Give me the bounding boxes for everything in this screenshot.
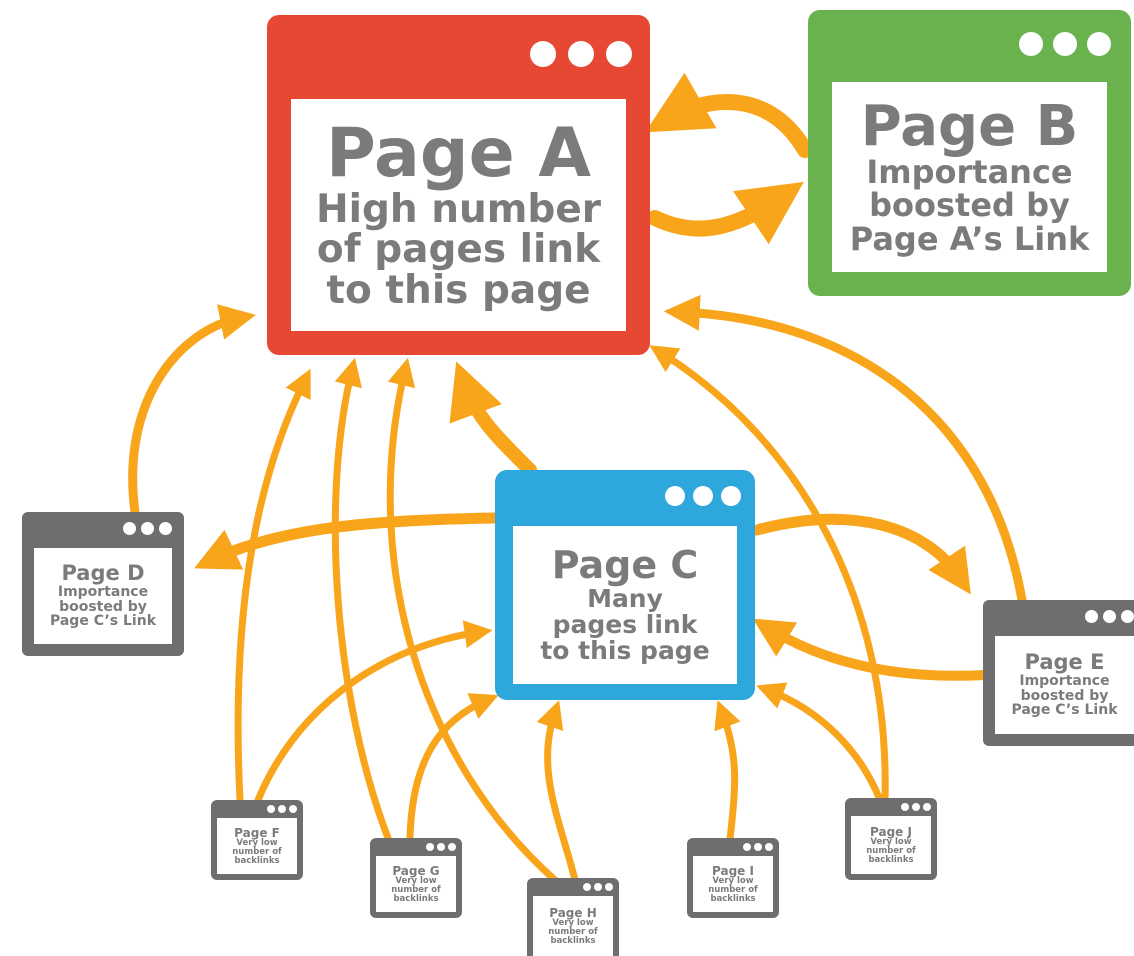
link-j-to-c bbox=[756, 682, 884, 804]
page-j-description: Very low number of backlinks bbox=[866, 836, 916, 865]
page-e-description: Importance boosted by Page C’s Link bbox=[1011, 673, 1118, 719]
link-a-to-b bbox=[647, 181, 804, 245]
page-e-window: Page E Importance boosted by Page C’s Li… bbox=[983, 600, 1134, 746]
page-d-window: Page D Importance boosted by Page C’s Li… bbox=[22, 512, 184, 656]
window-dots-icon bbox=[530, 41, 632, 67]
page-b-window: Page B Importance boosted by Page A’s Li… bbox=[808, 10, 1131, 296]
page-i-description: Very low number of backlinks bbox=[708, 875, 758, 904]
page-a-description: High number of pages link to this page bbox=[315, 186, 602, 313]
page-j-title: Page J bbox=[870, 824, 912, 839]
window-dots-icon bbox=[1019, 32, 1111, 56]
window-dots-icon bbox=[426, 843, 456, 851]
link-g-to-c bbox=[406, 693, 499, 842]
page-c-title: Page C bbox=[551, 543, 699, 588]
window-dots-icon bbox=[1085, 610, 1134, 623]
window-dots-icon bbox=[583, 883, 613, 891]
link-h-to-c bbox=[536, 700, 579, 884]
page-d-title: Page D bbox=[61, 561, 145, 586]
page-a-window: Page A High number of pages link to this… bbox=[267, 15, 650, 355]
link-i-to-c bbox=[714, 700, 741, 844]
link-j-to-a bbox=[649, 345, 889, 804]
link-c-to-e bbox=[751, 513, 971, 595]
page-a-panel: Page A High number of pages link to this… bbox=[291, 99, 626, 331]
page-d-description: Importance boosted by Page C’s Link bbox=[49, 584, 157, 630]
page-h-panel: Page H Very low number of backlinks bbox=[533, 896, 613, 956]
page-i-window: Page I Very low number of backlinks bbox=[687, 838, 779, 918]
link-d-to-a bbox=[128, 304, 256, 517]
link-f-to-a bbox=[234, 368, 311, 804]
window-dots-icon bbox=[267, 805, 297, 813]
link-g-to-a bbox=[331, 357, 392, 842]
window-dots-icon bbox=[665, 486, 741, 506]
page-f-description: Very low number of backlinks bbox=[232, 837, 282, 866]
page-c-window: Page C Many pages link to this page bbox=[495, 470, 755, 700]
link-e-to-c bbox=[752, 618, 990, 681]
link-c-to-a bbox=[449, 361, 537, 477]
page-j-window: Page J Very low number of backlinks bbox=[845, 798, 937, 880]
window-dots-icon bbox=[743, 843, 773, 851]
page-f-panel: Page F Very low number of backlinks bbox=[217, 818, 297, 874]
page-i-title: Page I bbox=[712, 863, 754, 878]
page-c-panel: Page C Many pages link to this page bbox=[513, 526, 737, 684]
page-h-description: Very low number of backlinks bbox=[548, 917, 598, 946]
page-e-panel: Page E Importance boosted by Page C’s Li… bbox=[995, 636, 1134, 734]
window-dots-icon bbox=[123, 522, 172, 535]
page-g-title: Page G bbox=[392, 863, 440, 878]
link-h-to-a bbox=[386, 357, 559, 884]
page-b-description: Importance boosted by Page A’s Link bbox=[849, 153, 1090, 258]
page-g-description: Very low number of backlinks bbox=[391, 875, 441, 904]
page-c-description: Many pages link to this page bbox=[540, 583, 710, 665]
page-h-window: Page H Very low number of backlinks bbox=[527, 878, 619, 956]
page-e-title: Page E bbox=[1024, 650, 1105, 675]
page-d-panel: Page D Importance boosted by Page C’s Li… bbox=[34, 548, 172, 644]
page-i-panel: Page I Very low number of backlinks bbox=[693, 856, 773, 912]
page-g-panel: Page G Very low number of backlinks bbox=[376, 856, 456, 912]
window-dots-icon bbox=[901, 803, 931, 811]
page-h-title: Page H bbox=[549, 905, 597, 920]
page-b-title: Page B bbox=[860, 93, 1079, 159]
link-b-to-a bbox=[645, 72, 813, 158]
page-a-title: Page A bbox=[326, 113, 591, 193]
page-f-window: Page F Very low number of backlinks bbox=[211, 800, 303, 880]
link-e-to-a bbox=[663, 294, 1027, 605]
page-f-title: Page F bbox=[234, 825, 280, 840]
page-g-window: Page G Very low number of backlinks bbox=[370, 838, 462, 918]
page-j-panel: Page J Very low number of backlinks bbox=[851, 816, 931, 874]
page-b-panel: Page B Importance boosted by Page A’s Li… bbox=[832, 82, 1107, 272]
